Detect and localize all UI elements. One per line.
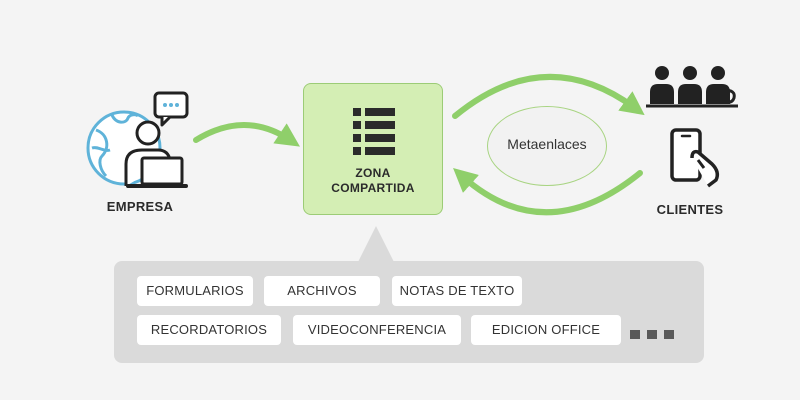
shared-zone-label-line2: COMPARTIDA xyxy=(331,181,415,195)
feature-chip: NOTAS DE TEXTO xyxy=(392,276,522,306)
arrow-empresa-to-zona xyxy=(193,122,300,147)
more-dots-icon xyxy=(630,326,681,344)
phone-touch-icon xyxy=(670,128,720,188)
dot xyxy=(664,330,674,339)
empresa-label: EMPRESA xyxy=(106,199,174,214)
feature-chip: ARCHIVOS xyxy=(264,276,380,306)
arrow-zona-to-clientes xyxy=(452,73,645,119)
feature-chip: FORMULARIOS xyxy=(137,276,253,306)
shared-zone-label: ZONA COMPARTIDA xyxy=(303,166,443,196)
meeting-people-icon xyxy=(646,66,738,108)
clientes-label: CLIENTES xyxy=(656,202,724,217)
metaenlaces-label: Metaenlaces xyxy=(507,136,587,152)
feature-chip: RECORDATORIOS xyxy=(137,315,281,345)
dot xyxy=(630,330,640,339)
list-icon xyxy=(353,108,395,155)
panel-pointer xyxy=(358,226,394,262)
metaenlaces-ellipse xyxy=(487,106,607,186)
shared-zone-label-line1: ZONA xyxy=(355,166,391,180)
dot xyxy=(647,330,657,339)
person-laptop-globe-chat-icon xyxy=(86,91,189,188)
feature-chip: EDICION OFFICE xyxy=(471,315,621,345)
feature-chip: VIDEOCONFERENCIA xyxy=(293,315,461,345)
arrow-clientes-to-zona xyxy=(453,168,643,216)
